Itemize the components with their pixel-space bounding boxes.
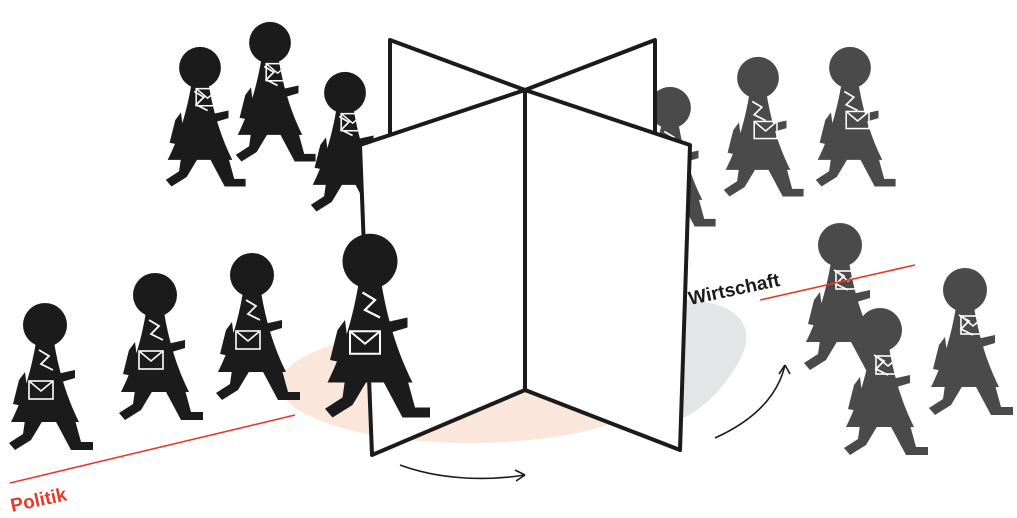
curved-arrow-icon xyxy=(400,465,525,481)
label-wirtschaft: Wirtschaft xyxy=(687,270,783,310)
label-politik: Politik xyxy=(9,484,70,516)
politics-figure xyxy=(119,273,203,420)
economy-figure xyxy=(724,57,804,197)
politics-figure xyxy=(9,303,93,450)
politik-underline xyxy=(10,415,295,483)
floor-shadow-right xyxy=(680,300,746,420)
economy-figure xyxy=(816,47,896,187)
economy-figure xyxy=(929,268,1013,415)
politics-figure xyxy=(166,47,246,187)
politics-figure xyxy=(236,22,316,162)
